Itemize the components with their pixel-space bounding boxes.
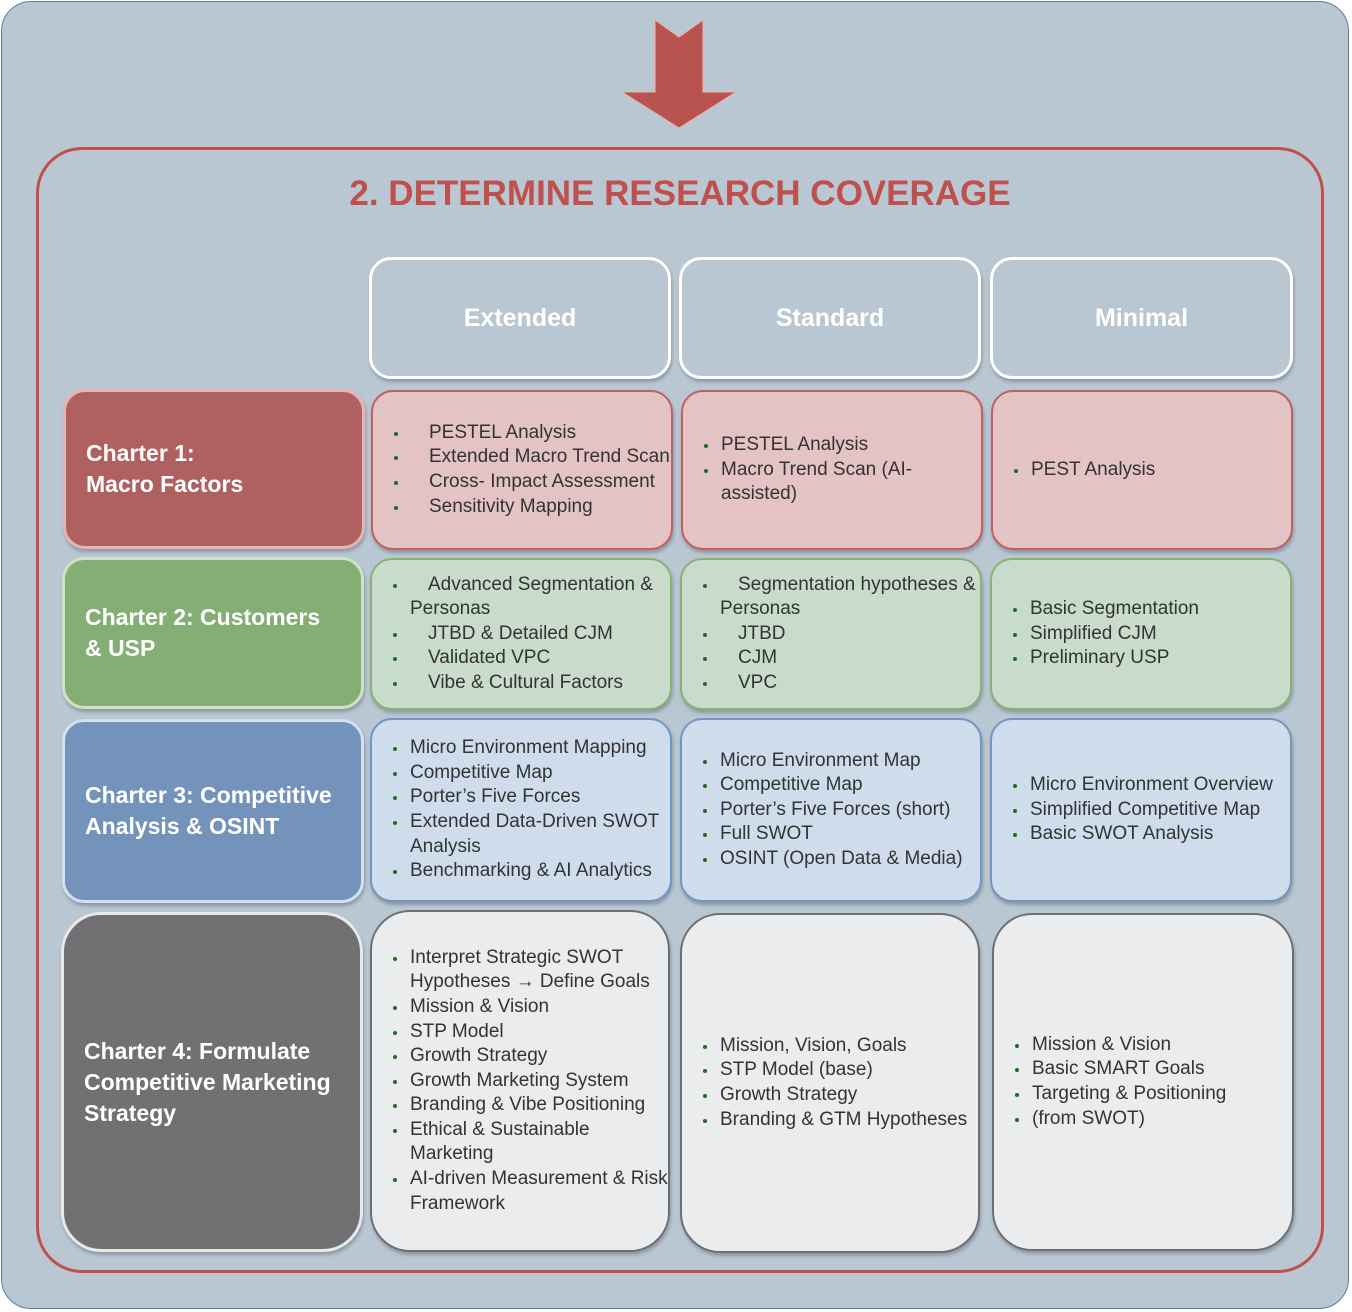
list-item: Mission & Vision [1014,1033,1226,1058]
column-label: Extended [463,303,577,332]
item-list: Interpret Strategic SWOT Hypotheses → De… [372,946,668,1217]
list-item: Vibe & Cultural Factors [392,671,670,696]
item-list: PEST Analysis [993,458,1155,483]
list-item: Targeting & Positioning [1014,1082,1226,1107]
list-item: Full SWOT [702,822,963,847]
row1-minimal-cell: PEST Analysis [991,390,1293,550]
list-item: OSINT (Open Data & Media) [702,847,963,872]
list-item: AI-driven Measurement & Risk Framework [392,1167,668,1216]
list-item: CJM [702,646,980,671]
list-item: Simplified Competitive Map [1012,798,1273,823]
list-item: Micro Environment Map [702,749,963,774]
list-item: Porter’s Five Forces (short) [702,798,963,823]
list-item: Basic SMART Goals [1014,1057,1226,1082]
list-item: STP Model (base) [702,1058,967,1083]
list-item: Preliminary USP [1012,646,1199,671]
column-header-minimal: Minimal [990,257,1293,379]
charter-4-marketing-strategy: Charter 4: Formulate Competitive Marketi… [61,912,363,1252]
list-item: Extended Macro Trend Scan [393,445,670,470]
list-item: Macro Trend Scan (AI-assisted) [703,458,981,507]
charter-label: Charter 4: Formulate Competitive Marketi… [84,1037,331,1126]
list-item: Growth Strategy [392,1044,668,1069]
list-item: Micro Environment Mapping [392,736,670,761]
list-item: Validated VPC [392,646,670,671]
list-item: VPC [702,671,980,696]
list-item: Sensitivity Mapping [393,495,670,520]
charter-label: Charter 3: Competitive Analysis & OSINT [85,782,332,839]
list-item: Branding & Vibe Positioning [392,1093,668,1118]
charter-label: Charter 2: Customers & USP [85,604,321,661]
list-item: Extended Data-Driven SWOT Analysis [392,810,670,859]
list-item: Mission, Vision, Goals [702,1034,967,1059]
charter-3-competitive-analysis: Charter 3: Competitive Analysis & OSINT [62,719,364,903]
list-item: Competitive Map [392,761,670,786]
list-item: Basic Segmentation [1012,597,1199,622]
section-title: 2. DETERMINE RESEARCH COVERAGE [349,174,1011,213]
column-label: Minimal [1094,303,1189,332]
list-item: Advanced Segmentation & Personas [392,573,670,622]
research-coverage-frame [36,147,1324,1273]
list-item: PEST Analysis [1013,458,1155,483]
list-item: Growth Marketing System [392,1069,668,1094]
list-item: JTBD [702,622,980,647]
list-item: Cross- Impact Assessment [393,470,670,495]
list-item: Competitive Map [702,773,963,798]
down-arrow-icon [620,19,738,129]
list-item: Micro Environment Overview [1012,773,1273,798]
column-header-extended: Extended [369,257,671,379]
list-item: Ethical & Sustainable Marketing [392,1118,668,1167]
list-item: (from SWOT) [1014,1107,1226,1132]
charter-1-macro-factors: Charter 1: Macro Factors [63,389,365,549]
column-label: Standard [775,303,885,332]
list-item: Porter’s Five Forces [392,785,670,810]
list-item: PESTEL Analysis [393,421,670,446]
list-item: Interpret Strategic SWOT Hypotheses → De… [392,946,668,995]
list-item: Segmentation hypotheses & Personas [702,573,980,622]
charter-label: Charter 1: Macro Factors [86,440,244,497]
charter-2-customers-usp: Charter 2: Customers & USP [62,557,364,709]
row4-extended-cell: Interpret Strategic SWOT Hypotheses → De… [370,910,670,1252]
list-item: STP Model [392,1020,668,1045]
list-item: Benchmarking & AI Analytics [392,859,670,884]
list-item: Mission & Vision [392,995,668,1020]
list-item: Simplified CJM [1012,622,1199,647]
column-header-standard: Standard [679,257,981,379]
list-item: Branding & GTM Hypotheses [702,1108,967,1133]
list-item: JTBD & Detailed CJM [392,622,670,647]
list-item: Basic SWOT Analysis [1012,822,1273,847]
list-item: PESTEL Analysis [703,433,981,458]
list-item: Growth Strategy [702,1083,967,1108]
